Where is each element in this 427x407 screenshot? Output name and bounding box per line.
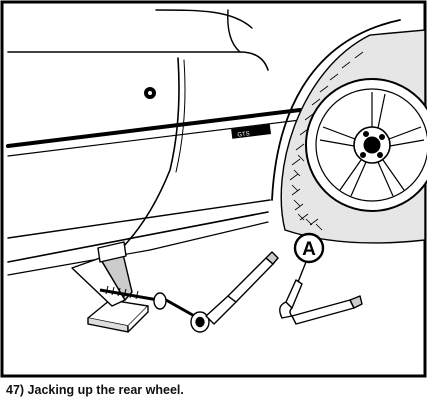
callout-label: A (302, 239, 316, 260)
rear-wheel (305, 78, 427, 212)
callout-a: A (293, 232, 325, 283)
wheel-brace (279, 279, 363, 325)
svg-text:GTS: GTS (237, 131, 250, 138)
car-body: GTS (6, 9, 401, 276)
illustration: GTS (0, 0, 427, 378)
scissor-jack (71, 241, 167, 333)
figure-caption: 47) Jacking up the rear wheel. (6, 383, 184, 397)
jack-crank-handle (165, 251, 279, 333)
